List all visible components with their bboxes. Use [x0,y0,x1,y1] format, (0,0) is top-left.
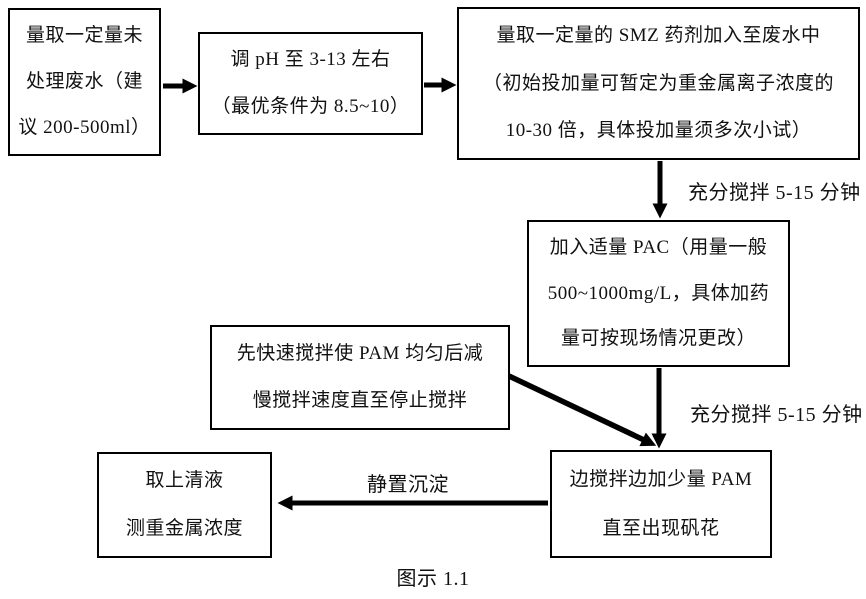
arrow-label-stir-2: 充分搅拌 5-15 分钟 [690,404,863,426]
box-text-line: （初始投加量可暂定为重金属离子浓度的 [482,72,834,94]
box-take-supernatant: 取上清液 测重金属浓度 [97,452,272,558]
box-measure-wastewater: 量取一定量未 处理废水（建 议 200-500ml） [8,8,161,156]
arrow-stirpam-to-addpam [507,373,657,447]
box-text-line: 处理废水（建 [25,71,143,93]
arrow-label-settle: 静置沉淀 [367,474,449,496]
box-add-smz: 量取一定量的 SMZ 药剂加入至废水中 （初始投加量可暂定为重金属离子浓度的 1… [457,7,860,160]
box-add-pam: 边搅拌边加少量 PAM 直至出现矾花 [550,450,772,558]
box-text-line: 直至出现矾花 [602,517,720,539]
box-add-pac: 加入适量 PAC（用量一般 500~1000mg/L，具体加药 量可按现场情况更… [527,220,790,367]
box-text-line: 量可按现场情况更改） [560,328,756,350]
arrow-label-stir-1: 充分搅拌 5-15 分钟 [688,182,861,204]
box-text-line: 议 200-500ml） [18,117,151,139]
box-stir-pam: 先快速搅拌使 PAM 均匀后减 慢搅拌速度直至停止搅拌 [210,325,510,430]
box-text-line: 测重金属浓度 [125,518,243,540]
box-text-line: 边搅拌边加少量 PAM [569,468,753,490]
box-adjust-ph: 调 pH 至 3-13 左右 （最优条件为 8.5~10） [198,32,423,135]
box-text-line: 量取一定量的 SMZ 药剂加入至废水中 [496,24,821,46]
box-text-line: 先快速搅拌使 PAM 均匀后减 [236,342,484,364]
box-text-line: 10-30 倍，具体投加量须多次小试） [505,120,812,142]
box-text-line: 加入适量 PAC（用量一般 [549,236,768,258]
box-text-line: 调 pH 至 3-13 左右 [230,49,391,71]
box-text-line: 取上清液 [145,470,224,492]
box-text-line: 慢搅拌速度直至停止搅拌 [252,390,468,412]
figure-caption: 图示 1.1 [396,568,470,590]
box-text-line: （最优条件为 8.5~10） [211,95,410,117]
box-text-line: 量取一定量未 [25,25,143,47]
box-text-line: 500~1000mg/L，具体加药 [547,282,770,304]
